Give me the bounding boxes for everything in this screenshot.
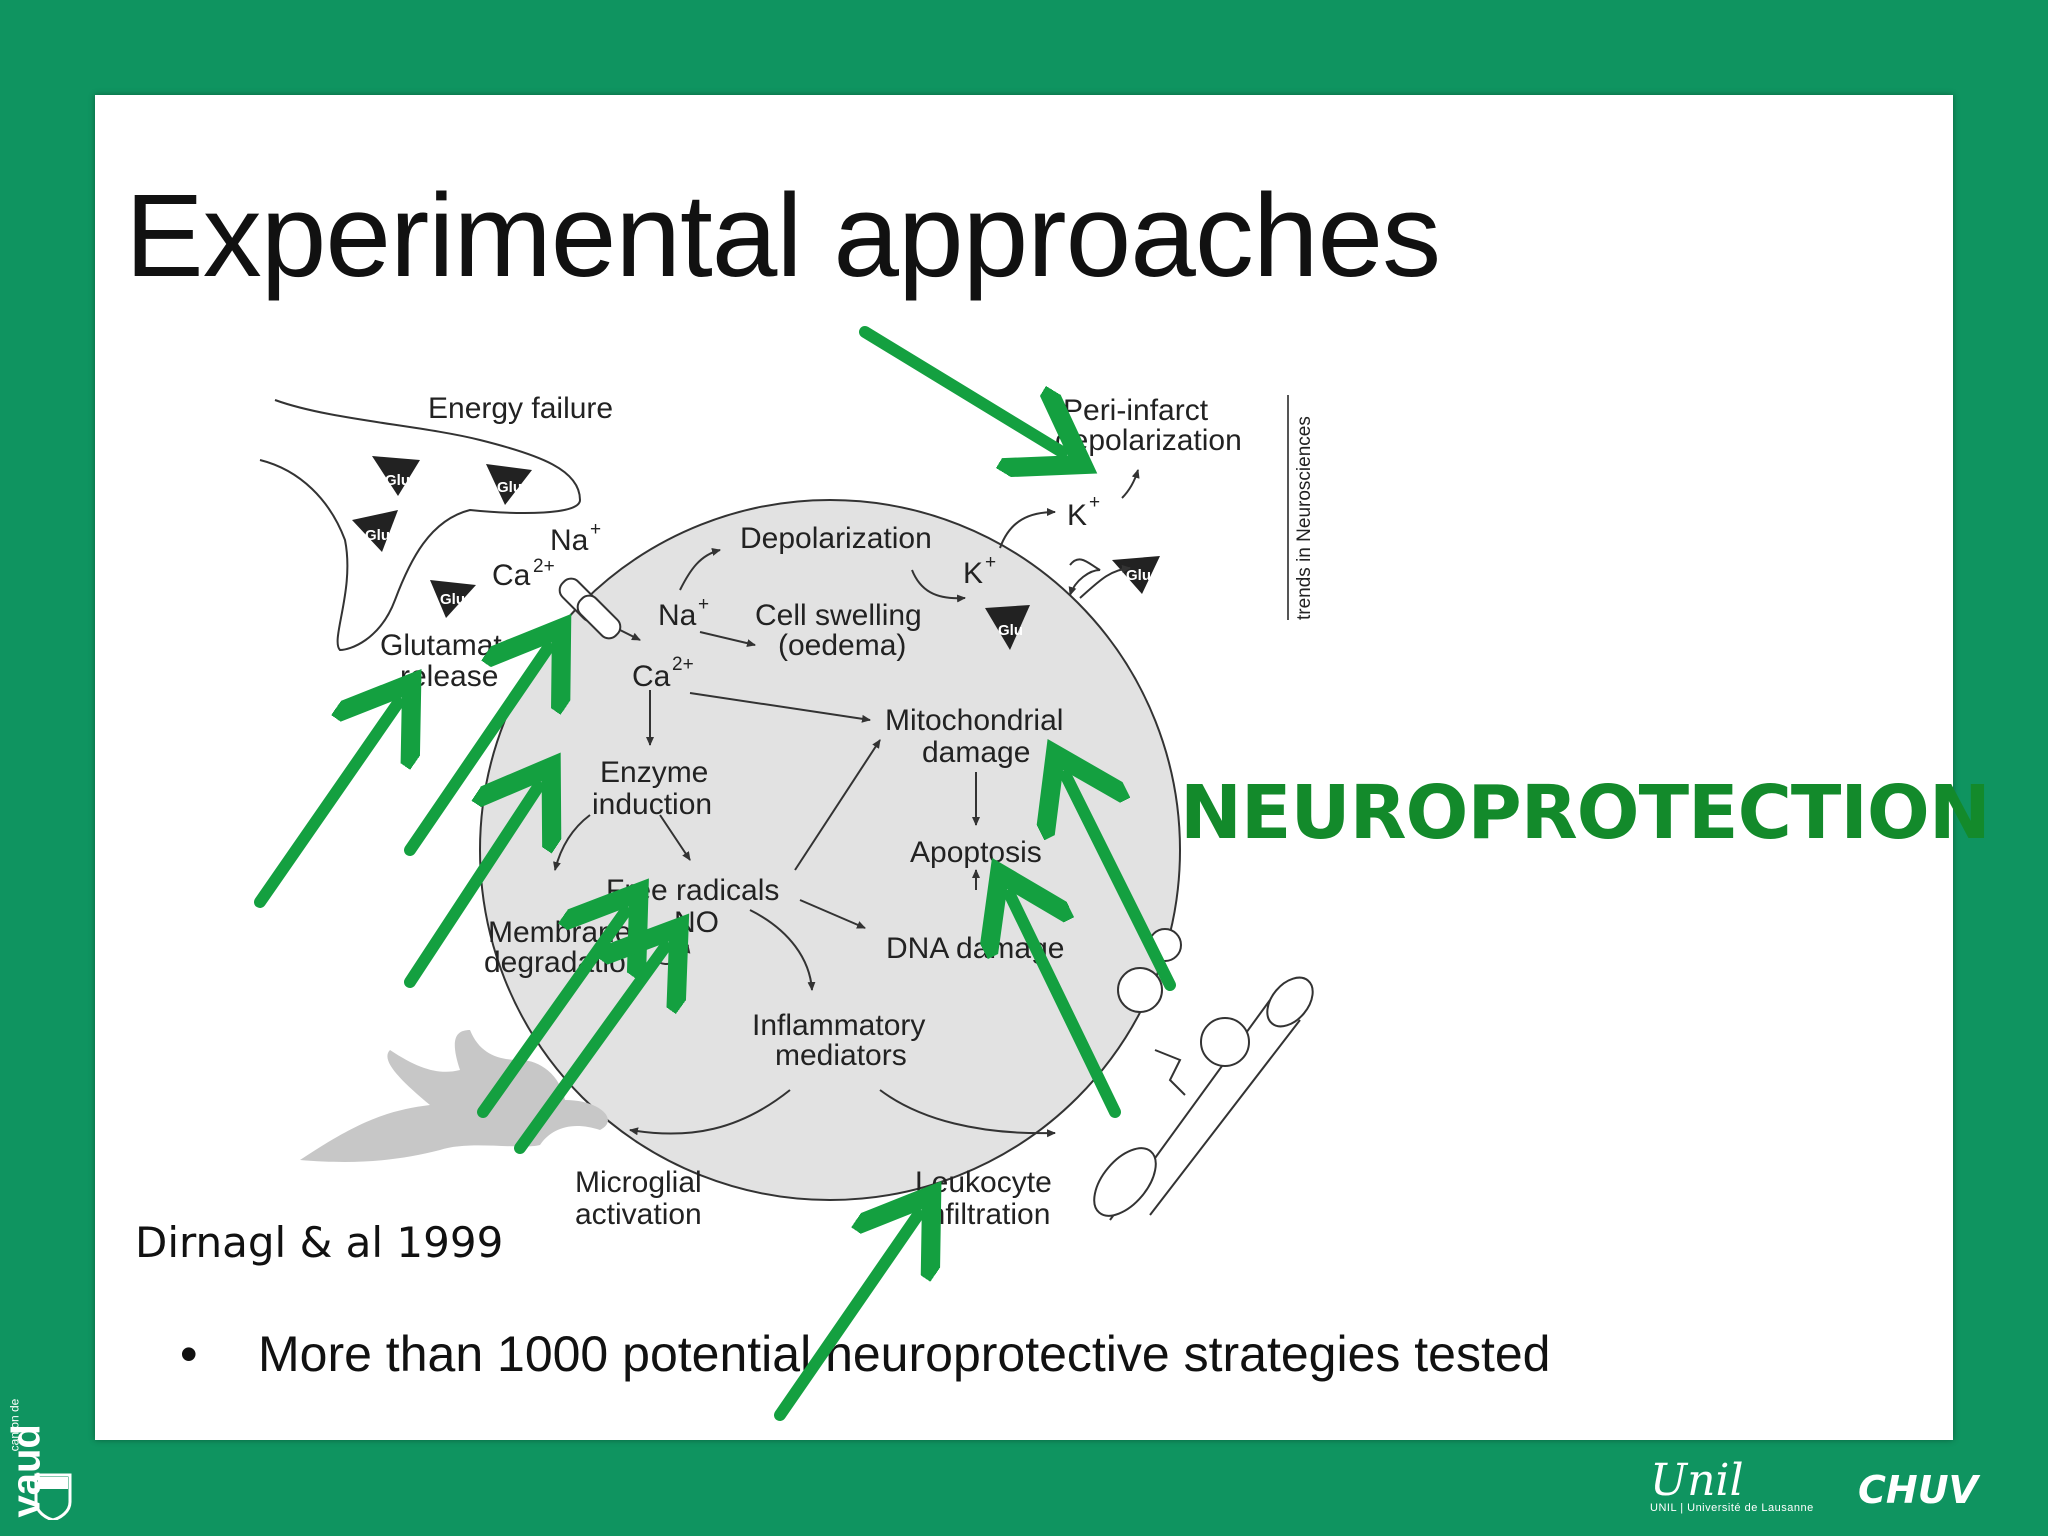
svg-text:Glu: Glu [497, 479, 522, 496]
svg-text:+: + [698, 594, 709, 615]
green-arrow-4 [404, 787, 538, 988]
green-arrow-8 [1010, 895, 1121, 1118]
svg-text:Glu: Glu [440, 591, 465, 608]
bullet-marker: • [180, 1326, 198, 1382]
label-cell-swelling-2: (oedema) [778, 629, 906, 662]
label-inflammatory-1: Inflammatory [752, 1009, 925, 1042]
svg-text:Na: Na [658, 599, 697, 632]
svg-text:Glu: Glu [998, 622, 1023, 639]
label-enzyme-2: induction [592, 788, 712, 821]
bullet-item: • More than 1000 potential neuroprotectiv… [180, 1325, 1550, 1383]
label-microglial-1: Microglial [575, 1166, 702, 1199]
canton-logo-small: canton de [7, 1398, 22, 1452]
blood-vessel [1093, 928, 1314, 1221]
svg-text:K: K [963, 557, 983, 590]
svg-text:Ca: Ca [492, 559, 531, 592]
label-mito-1: Mitochondrial [885, 704, 1063, 737]
green-arrow-5 [477, 912, 625, 1118]
slide-title: Experimental approaches [125, 170, 1441, 302]
citation: Dirnagl & al 1999 [135, 1218, 504, 1267]
svg-text:Ca: Ca [632, 660, 671, 693]
green-arrow-7 [1066, 776, 1176, 991]
label-mito-2: damage [922, 736, 1030, 769]
green-arrow-1 [859, 326, 1062, 452]
journal-label: trends in Neurosciences [1294, 416, 1315, 620]
svg-text:Na: Na [550, 524, 589, 557]
svg-text:+: + [985, 552, 996, 573]
unil-logo: Unil UNIL | Université de Lausanne [1650, 1455, 1814, 1514]
label-inflammatory-2: mediators [775, 1039, 907, 1072]
bullet-text: More than 1000 potential neuroprotective… [258, 1326, 1551, 1382]
svg-text:+: + [590, 519, 601, 540]
svg-text:Glu: Glu [385, 472, 410, 489]
label-energy-failure: Energy failure [428, 392, 613, 425]
label-enzyme-1: Enzyme [600, 756, 708, 789]
label-leukocyte-2: infiltration [922, 1198, 1050, 1231]
canton-vaud-shield-icon [34, 1473, 72, 1520]
label-depolarization: Depolarization [740, 522, 932, 555]
green-arrow-9 [774, 1215, 918, 1421]
presynaptic-terminal [259, 399, 582, 652]
svg-text:K: K [1067, 499, 1087, 532]
green-arrow-3 [404, 648, 548, 856]
neuroprotection-label: NEUROPROTECTION [1180, 770, 1991, 856]
label-microglial-2: activation [575, 1198, 702, 1231]
ion-channel [558, 577, 622, 640]
svg-text:2+: 2+ [672, 654, 694, 675]
green-arrow-6 [514, 947, 665, 1154]
svg-text:2+: 2+ [533, 556, 555, 577]
green-arrow-2 [254, 703, 398, 908]
chuv-logo: CHUV [1858, 1468, 1978, 1512]
label-cell-swelling-1: Cell swelling [755, 599, 922, 632]
svg-text:Glu: Glu [1126, 567, 1151, 584]
svg-text:Glu: Glu [365, 527, 390, 544]
svg-text:+: + [1089, 492, 1100, 513]
